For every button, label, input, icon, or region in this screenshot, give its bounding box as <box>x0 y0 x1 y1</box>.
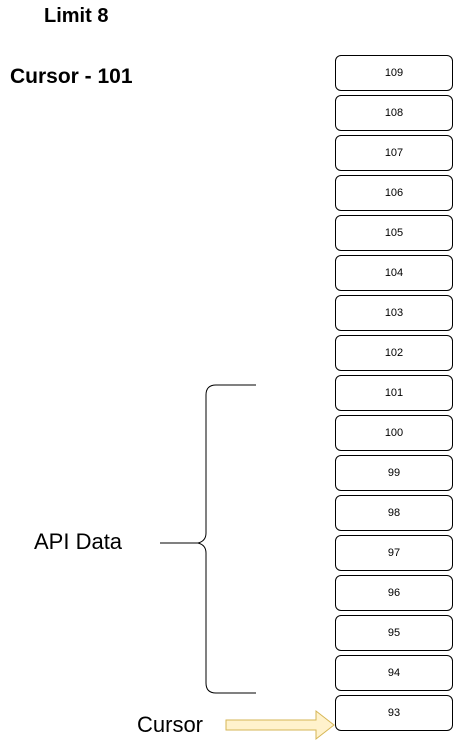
stack-cell: 102 <box>335 335 453 371</box>
cursor-heading: Cursor - 101 <box>10 65 133 88</box>
stack-cell: 93 <box>335 695 453 731</box>
stack-cell: 100 <box>335 415 453 451</box>
brace-path <box>197 384 256 694</box>
stack-cell: 95 <box>335 615 453 651</box>
stack-cell: 108 <box>335 95 453 131</box>
stack-cell: 98 <box>335 495 453 531</box>
stack-cell: 106 <box>335 175 453 211</box>
api-data-brace <box>160 384 256 694</box>
record-stack: 109 108 107 106 105 104 103 102 101 100 99 98 97 96 95… <box>335 55 456 741</box>
stack-cell: 107 <box>335 135 453 171</box>
cursor-pointer-label: Cursor <box>137 712 204 737</box>
stack-cell: 104 <box>335 255 453 291</box>
stack-cell: 103 <box>335 295 453 331</box>
stack-cell: 96 <box>335 575 453 611</box>
stack-cell: 99 <box>335 455 453 491</box>
cursor-arrow-icon <box>225 709 335 741</box>
cursor-arrow-shape <box>225 709 335 741</box>
stack-cell: 101 <box>335 375 453 411</box>
stack-cell: 94 <box>335 655 453 691</box>
limit-heading: Limit 8 <box>44 5 109 27</box>
stack-cell: 105 <box>335 215 453 251</box>
stack-cell: 97 <box>335 535 453 571</box>
stack-cell: 109 <box>335 55 453 91</box>
api-data-label: API Data <box>34 529 123 554</box>
